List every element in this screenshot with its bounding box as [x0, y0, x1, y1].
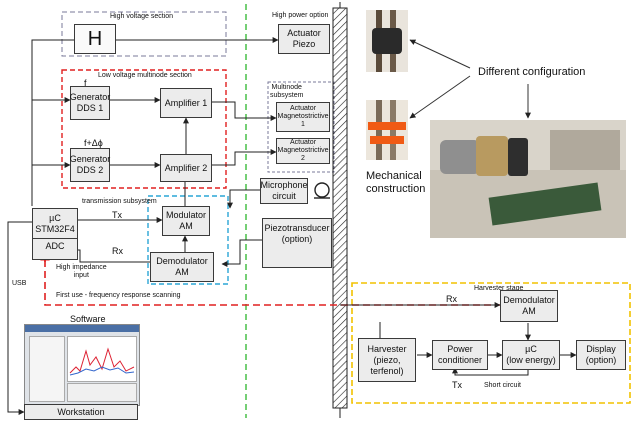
amplifier2-block: Amplifier 2: [160, 154, 212, 182]
software-window-icon: [24, 324, 140, 406]
uc-low-energy-block: µC (low energy): [502, 340, 560, 370]
usb-label: USB: [12, 280, 27, 287]
generator-dds1-block: Generator DDS 1: [70, 86, 110, 120]
tx-label: Tx: [112, 210, 122, 220]
photo-configuration-1: [366, 10, 408, 72]
modulator-am-block: Modulator AM: [162, 206, 210, 236]
actuator-magnetostrictive2-block: Actuator Magnetostrictive 2: [276, 138, 330, 164]
harvester-block: Harvester (piezo, terfenol): [358, 338, 416, 382]
transmission-title: transmission subsystem: [82, 198, 157, 205]
demodulator-am-block: Demodulator AM: [150, 252, 214, 282]
first-use-label: First use - frequency response scanning: [56, 292, 181, 299]
harvester-tx-label: Tx: [452, 380, 462, 390]
mcu-stm32f4-block: µC STM32F4 ADC: [32, 208, 78, 260]
rx-label: Rx: [112, 246, 123, 256]
actuator-piezo-block: Actuator Piezo: [278, 24, 330, 54]
generator-dds2-block: Generator DDS 2: [70, 148, 110, 182]
adc-label: ADC: [33, 238, 77, 252]
different-configuration-label: Different configuration: [478, 66, 586, 78]
harvester-rx-label: Rx: [446, 294, 457, 304]
display-option-block: Display (option): [576, 340, 626, 370]
actuator-magnetostrictive1-block: Actuator Magnetostrictive 1: [276, 102, 330, 132]
harvester-demodulator-block: Demodulator AM: [500, 290, 558, 322]
power-conditioner-block: Power conditioner: [432, 340, 488, 370]
high-power-label: High power option: [272, 12, 329, 19]
multinode-title: Multinode subsystem: [270, 84, 304, 99]
freq-fdphi-label: f+Δϕ: [84, 138, 103, 148]
microphone-symbol-icon: [314, 182, 330, 199]
low-voltage-title: Low voltage multinode section: [98, 72, 192, 79]
harvester-stage-title: Harvester stage: [474, 285, 524, 292]
workstation-block: Workstation: [24, 404, 138, 420]
software-label: Software: [70, 314, 106, 324]
short-circuit-label: Short circuit: [484, 382, 521, 389]
microphone-circuit-block: Microphone circuit: [260, 178, 308, 204]
photo-configuration-3: [430, 120, 626, 238]
high-voltage-title: High voltage section: [110, 13, 174, 20]
high-impedance-label: High impedance input: [56, 264, 107, 279]
piezotransducer-block: Piezotransducer (option): [262, 218, 332, 268]
amplifier1-block: Amplifier 1: [160, 88, 212, 118]
freq-f-label: f: [84, 78, 87, 88]
photo-configuration-2: [366, 100, 408, 160]
high-voltage-h-block: H: [74, 24, 116, 54]
mechanical-construction-label: Mechanical construction: [366, 170, 426, 195]
